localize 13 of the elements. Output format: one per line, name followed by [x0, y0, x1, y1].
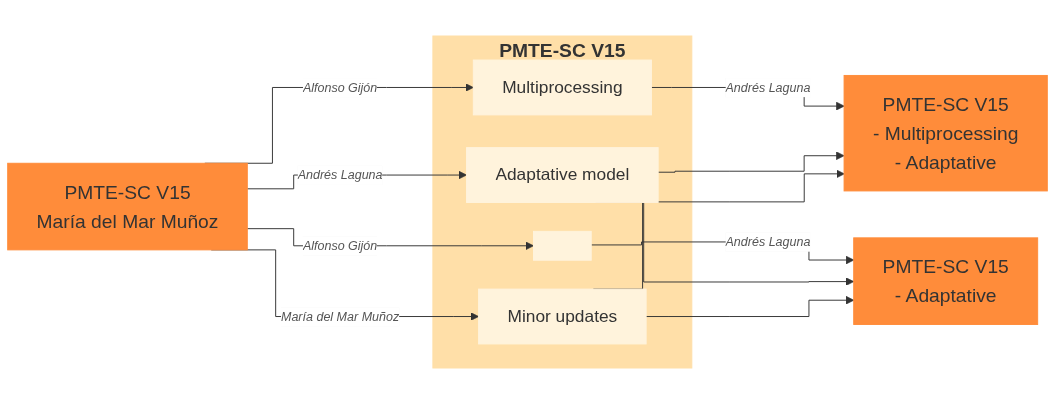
node-box: PMTE-SC V15 - Adaptative: [853, 236, 1039, 325]
edge-label: Alfonso Gijón: [302, 79, 378, 94]
node-box: Adaptative model: [466, 146, 659, 203]
edge-label: Andrés Laguna: [725, 233, 811, 249]
node-box: [533, 230, 592, 261]
edge-label: María del Mar Muñoz: [280, 308, 400, 323]
node-box: PMTE-SC V15 - Multiprocessing - Adaptative: [843, 74, 1048, 191]
edge-label: Alfonso Gijón: [302, 237, 378, 253]
edge-label: Andrés Laguna: [725, 79, 811, 94]
edge-label: Andrés Laguna: [297, 167, 383, 182]
node-box: Minor updates: [478, 288, 647, 344]
node-box: Multiprocessing: [472, 59, 652, 115]
node-box: PMTE-SC V15 María del Mar Muñoz: [7, 162, 248, 250]
